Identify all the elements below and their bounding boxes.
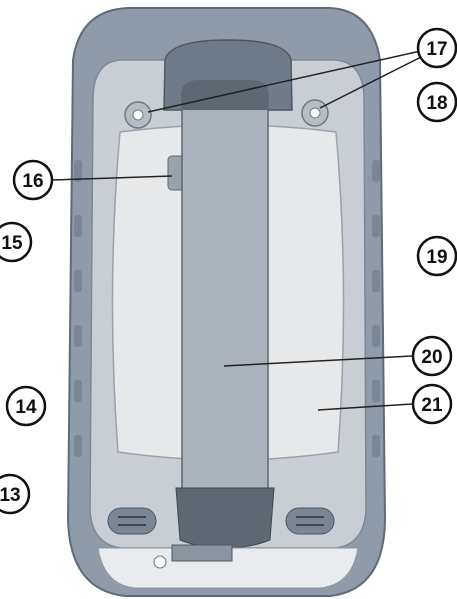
callout-label: 14 bbox=[15, 397, 37, 418]
callout-18: 18 bbox=[416, 81, 457, 123]
callout-label: 20 bbox=[421, 347, 442, 368]
callout-label: 15 bbox=[1, 233, 23, 254]
screw-left bbox=[124, 101, 152, 129]
hand-strap bbox=[181, 91, 269, 503]
leader-lines bbox=[51, 49, 426, 411]
callout-20: 20 bbox=[411, 335, 453, 377]
callout-21: 21 bbox=[411, 383, 453, 425]
bottom-screw bbox=[153, 555, 167, 569]
callout-label: 17 bbox=[426, 39, 447, 60]
bumper-grip-right bbox=[372, 160, 380, 457]
callout-17: 17 bbox=[416, 27, 457, 69]
speaker-grille-left bbox=[107, 507, 157, 535]
callout-13: 13 bbox=[0, 473, 31, 515]
screw-right bbox=[301, 99, 329, 127]
speaker-grille-right bbox=[285, 507, 335, 535]
callout-14: 14 bbox=[5, 385, 47, 427]
callout-15: 15 bbox=[0, 221, 33, 263]
bottom-connector bbox=[171, 544, 233, 562]
callout-label: 19 bbox=[426, 247, 447, 268]
callout-label: 18 bbox=[426, 93, 447, 114]
callout-19: 19 bbox=[416, 235, 457, 277]
callout-label: 16 bbox=[22, 171, 43, 192]
callout-label: 21 bbox=[421, 395, 443, 416]
strap-bottom-buckle bbox=[175, 487, 275, 549]
bumper-grip-left bbox=[74, 160, 82, 457]
callout-16: 16 bbox=[12, 159, 54, 201]
callout-label: 13 bbox=[0, 485, 21, 506]
